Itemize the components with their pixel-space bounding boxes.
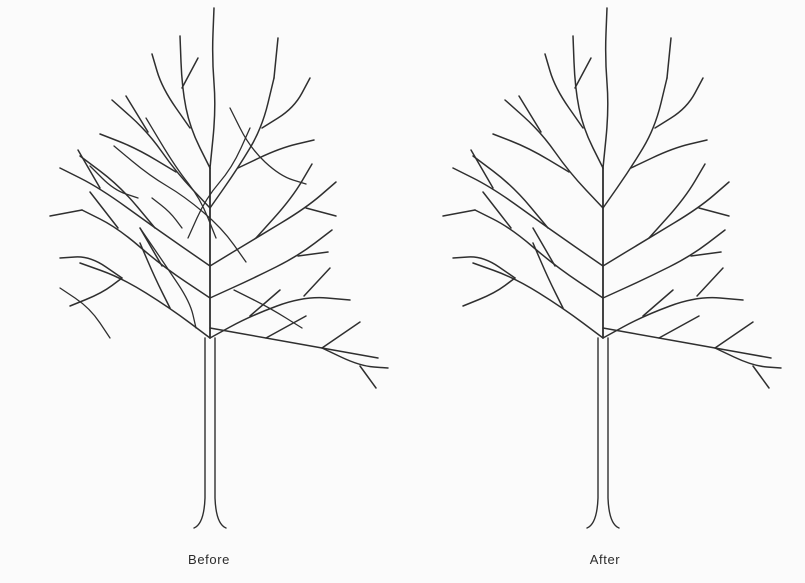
tree-branch: [210, 230, 332, 298]
caption-after: After: [545, 552, 665, 567]
crossing-branch: [188, 128, 250, 238]
tree-branch: [80, 263, 210, 338]
tree-branch: [322, 322, 360, 348]
tree-branch: [126, 96, 148, 132]
tree-branch: [505, 100, 603, 208]
tree-branch: [210, 78, 274, 208]
tree-branch: [655, 78, 703, 128]
tree-branch: [545, 54, 583, 128]
tree-branch: [649, 164, 705, 238]
tree-branch: [82, 210, 210, 298]
tree-branch: [603, 78, 667, 208]
tree-branch: [631, 140, 707, 168]
tree-branch: [493, 134, 569, 172]
tree-branch: [210, 328, 378, 358]
caption-before: Before: [149, 552, 269, 567]
tree-trunk: [194, 338, 226, 528]
tree-branch: [643, 290, 673, 316]
tree-before-pruning: [50, 8, 388, 528]
crossing-branch: [146, 118, 216, 238]
tree-branch: [210, 8, 215, 168]
tree-branch: [152, 54, 190, 128]
tree-branch: [473, 156, 548, 228]
tree-branch: [473, 263, 603, 338]
tree-branch: [603, 328, 771, 358]
tree-branch: [112, 100, 210, 208]
tree-branch: [659, 316, 699, 338]
tree-branch: [274, 38, 278, 78]
tree-branch: [575, 58, 591, 88]
tree-branch: [256, 164, 312, 238]
tree-branch: [483, 192, 511, 228]
tree-after-pruning: [443, 8, 781, 528]
tree-branch: [90, 192, 118, 228]
tree-branch: [573, 36, 603, 168]
tree-branch: [50, 210, 82, 216]
tree-branch: [715, 322, 753, 348]
tree-branch: [262, 78, 310, 128]
tree-branch: [443, 210, 475, 216]
tree-branch: [533, 228, 555, 266]
tree-branch: [70, 278, 122, 306]
crossing-branch: [60, 288, 110, 338]
tree-branch: [603, 8, 608, 168]
tree-branch: [519, 96, 541, 132]
tree-branch: [180, 36, 210, 168]
tree-branch: [360, 366, 376, 388]
tree-branch: [463, 278, 515, 306]
tree-branch: [453, 168, 603, 266]
tree-trunk: [587, 338, 619, 528]
tree-branch: [182, 58, 198, 88]
tree-branch: [753, 366, 769, 388]
tree-branch: [699, 208, 729, 216]
tree-branch: [304, 268, 330, 296]
crossing-branch: [152, 198, 182, 228]
tree-branch: [475, 210, 603, 298]
tree-branch: [306, 208, 336, 216]
tree-branch: [697, 268, 723, 296]
tree-branch: [603, 230, 725, 298]
tree-branch: [667, 38, 671, 78]
